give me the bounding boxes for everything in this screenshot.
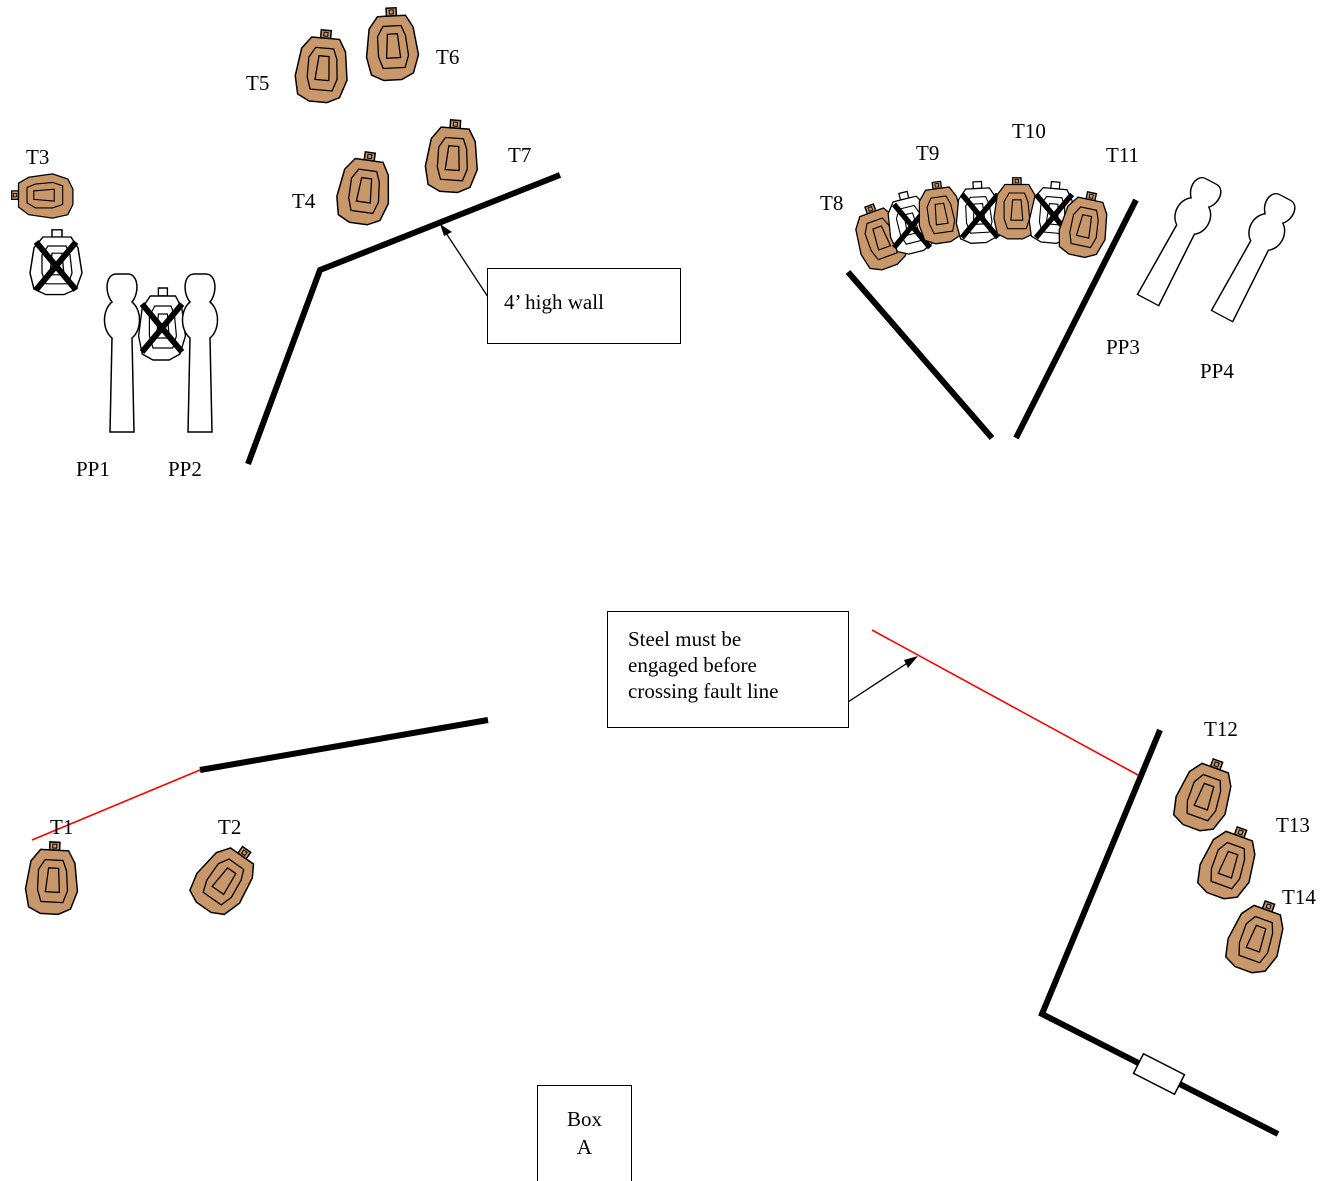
label-t5: T5: [246, 71, 269, 95]
label-t3: T3: [26, 145, 49, 169]
wall-lower-left: [199, 717, 489, 773]
popper-pp4: [1205, 188, 1302, 325]
popper-pp3: [1131, 172, 1228, 309]
label-pp2: PP2: [168, 457, 202, 481]
target-t4: [332, 148, 396, 229]
wall-callout-arrow: [440, 224, 491, 301]
target-t13: [1191, 818, 1267, 906]
steel-callout-line1: Steel must be: [628, 627, 742, 651]
target-t5: [292, 27, 352, 105]
label-t12: T12: [1204, 717, 1238, 741]
steel-callout-arrow: [847, 656, 918, 703]
label-t2: T2: [218, 815, 241, 839]
wall-upper-right-right: [1013, 198, 1139, 440]
popper-pp1: [103, 273, 141, 433]
label-t11: T11: [1106, 143, 1139, 167]
box-a: Box A: [537, 1085, 632, 1181]
label-t8: T8: [820, 191, 843, 215]
target-t7: [422, 117, 482, 195]
target-t2: [182, 833, 268, 924]
target-t3: [11, 173, 74, 219]
label-pp3: PP3: [1106, 335, 1140, 359]
label-t10: T10: [1012, 119, 1046, 143]
steel-callout: Steel must be engaged before crossing fa…: [607, 611, 849, 728]
target-t6: [363, 5, 421, 83]
label-t7: T7: [508, 143, 531, 167]
fault-line-left: [31, 769, 201, 841]
label-t1: T1: [50, 815, 73, 839]
popper-pp2: [181, 273, 219, 433]
no-shoot-upper-left-1: [29, 229, 83, 296]
label-t9: T9: [916, 141, 939, 165]
wall-upper-left: [245, 172, 562, 466]
box-a-line1: Box: [566, 1107, 602, 1131]
label-pp4: PP4: [1200, 359, 1234, 383]
label-t6: T6: [436, 45, 459, 69]
steel-callout-line2: engaged before: [628, 653, 757, 677]
wall-door: [1132, 1052, 1186, 1096]
wall-callout: 4’ high wall: [487, 268, 681, 344]
steel-callout-line3: crossing fault line: [628, 679, 779, 703]
wall-callout-text: 4’ high wall: [504, 290, 604, 314]
label-t13: T13: [1276, 813, 1310, 837]
wall-upper-right-left: [845, 270, 995, 440]
label-pp1: PP1: [76, 457, 110, 481]
fault-line-right: [871, 629, 1139, 776]
wall-lower-right: [1038, 728, 1280, 1137]
label-t14: T14: [1282, 885, 1316, 909]
no-shoot-upper-left-2: [137, 287, 187, 361]
target-t12: [1167, 750, 1243, 838]
box-a-line2: A: [576, 1135, 593, 1159]
target-t1: [23, 839, 81, 917]
label-t4: T4: [292, 189, 316, 213]
